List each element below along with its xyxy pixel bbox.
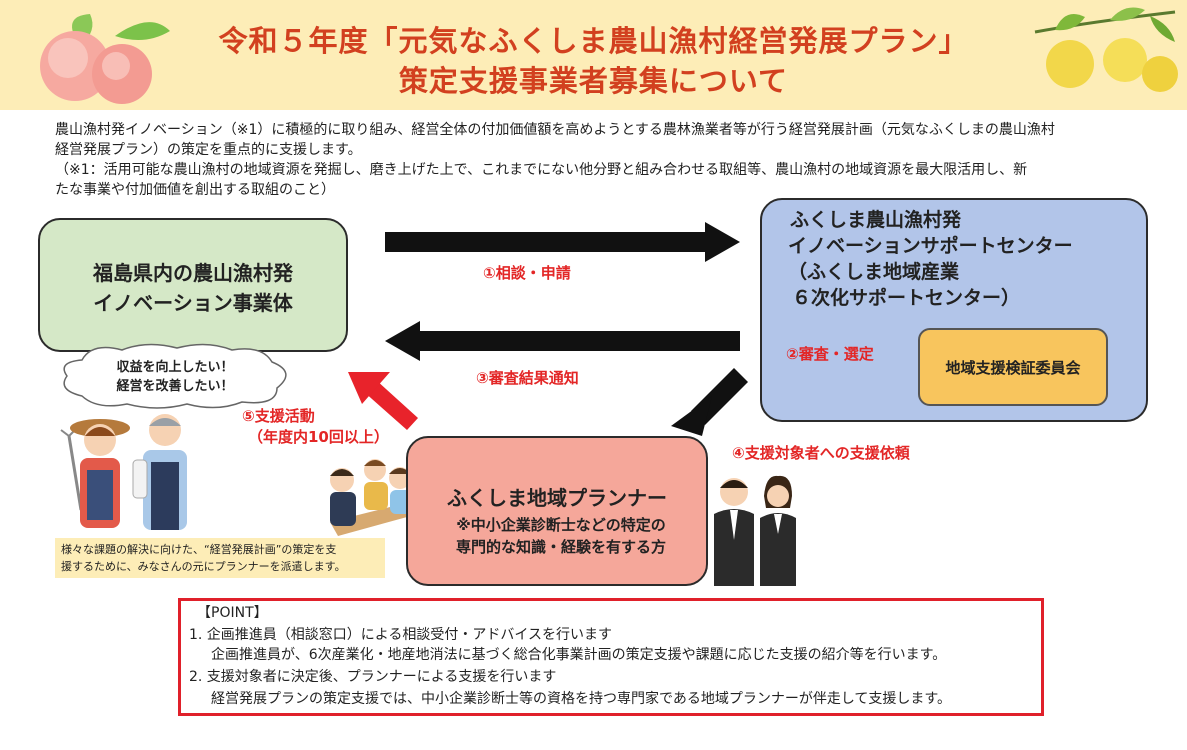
applicant-label-line: 福島県内の農山漁村発 — [93, 261, 293, 285]
step4-label: ④支援対象者への支援依頼 — [732, 444, 910, 462]
cloud-text: 収益を向上したい！ 経営を改善したい！ — [80, 358, 270, 396]
page-title-line2: 策定支援事業者募集について — [398, 64, 789, 98]
point-item: 2. 支援対象者に決定後、プランナーによる支援を行います — [189, 669, 557, 685]
planners-illustration — [714, 475, 796, 586]
cloud-line: 収益を向上したい！ — [116, 360, 234, 375]
dispatch-note-line: 様々な課題の解決に向けた、“経営発展計画”の策定を支 — [61, 543, 337, 556]
planner-note-line: ※中小企業診断士などの特定の — [456, 516, 666, 534]
arrow-consult — [385, 222, 740, 262]
cloud-line: 経営を改善したい！ — [116, 379, 234, 394]
dispatch-note: 様々な課題の解決に向けた、“経営発展計画”の策定を支 援するために、みなさんの元… — [55, 538, 385, 578]
header-banner: 令和５年度「元気なふくしま農山漁村経営発展プラン」 策定支援事業者募集について — [0, 0, 1187, 110]
intro-line: 農山漁村発イノベーション（※1）に積極的に取り組み、経営全体の付加価値額を高めよ… — [55, 122, 1055, 138]
point-box: 【POINT】 1. 企画推進員（相談窓口）による相談受付・アドバイスを行います… — [178, 598, 1044, 716]
meeting-illustration — [330, 459, 418, 536]
step3-label: ③審査結果通知 — [476, 369, 579, 387]
planner-title: ふくしま地域プランナー — [447, 486, 667, 510]
arrow-result-notice — [385, 321, 740, 361]
intro-note-line: （※1：活用可能な農山漁村の地域資源を発掘し、磨き上げた上で、これまでにない他分… — [55, 162, 1028, 178]
planner-box: ふくしま地域プランナー ※中小企業診断士などの特定の 専門的な知識・経験を有する… — [406, 436, 708, 586]
step5-sublabel: （年度内10回以上） — [248, 428, 389, 446]
thought-cloud-icon — [63, 343, 287, 409]
intro-text: 農山漁村発イノベーション（※1）に積極的に取り組み、経営全体の付加価値額を高めよ… — [55, 120, 1145, 200]
intro-line: 経営発展プラン）の策定を重点的に支援します。 — [55, 142, 362, 158]
point-heading: 【POINT】 — [197, 605, 268, 621]
support-center-line: イノベーションサポートセンター — [788, 235, 1073, 257]
arrow-support-request — [671, 368, 748, 436]
support-center-line: ６次化サポートセンター） — [792, 287, 1021, 309]
applicant-box: 福島県内の農山漁村発 イノベーション事業体 — [38, 218, 348, 352]
point-item-detail: 経営発展プランの策定支援では、中小企業診断士等の資格を持つ専門家である地域プラン… — [211, 691, 952, 707]
planner-note: ※中小企業診断士などの特定の 専門的な知識・経験を有する方 — [416, 514, 706, 558]
peach-illustration — [40, 14, 170, 104]
step1-label: ①相談・申請 — [483, 264, 571, 282]
page-title-line1: 令和５年度「元気なふくしま農山漁村経営発展プラン」 — [218, 24, 969, 58]
committee-box: 地域支援検証委員会 — [918, 328, 1108, 406]
step5-label: ⑤支援活動 — [242, 407, 315, 425]
intro-note-line: たな事業や付加価値を創出する取組のこと） — [55, 182, 335, 198]
farmers-illustration — [60, 414, 187, 530]
arrow-support-activity — [348, 372, 418, 430]
support-center-line: （ふくしま地域産業 — [788, 261, 960, 283]
step2-label: ②審査・選定 — [786, 345, 874, 363]
point-item: 1. 企画推進員（相談窓口）による相談受付・アドバイスを行います — [189, 627, 612, 643]
applicant-label-line: イノベーション事業体 — [93, 291, 293, 315]
yuzu-illustration — [1034, 7, 1178, 92]
support-center-line: ふくしま農山漁村発 — [790, 209, 962, 231]
dispatch-note-line: 援するために、みなさんの元にプランナーを派遣します。 — [61, 560, 346, 573]
planner-note-line: 専門的な知識・経験を有する方 — [455, 538, 666, 556]
applicant-label: 福島県内の農山漁村発 イノベーション事業体 — [40, 258, 346, 318]
point-item-detail: 企画推進員が、6次産業化・地産地消法に基づく総合化事業計画の策定支援や課題に応じ… — [211, 647, 947, 663]
